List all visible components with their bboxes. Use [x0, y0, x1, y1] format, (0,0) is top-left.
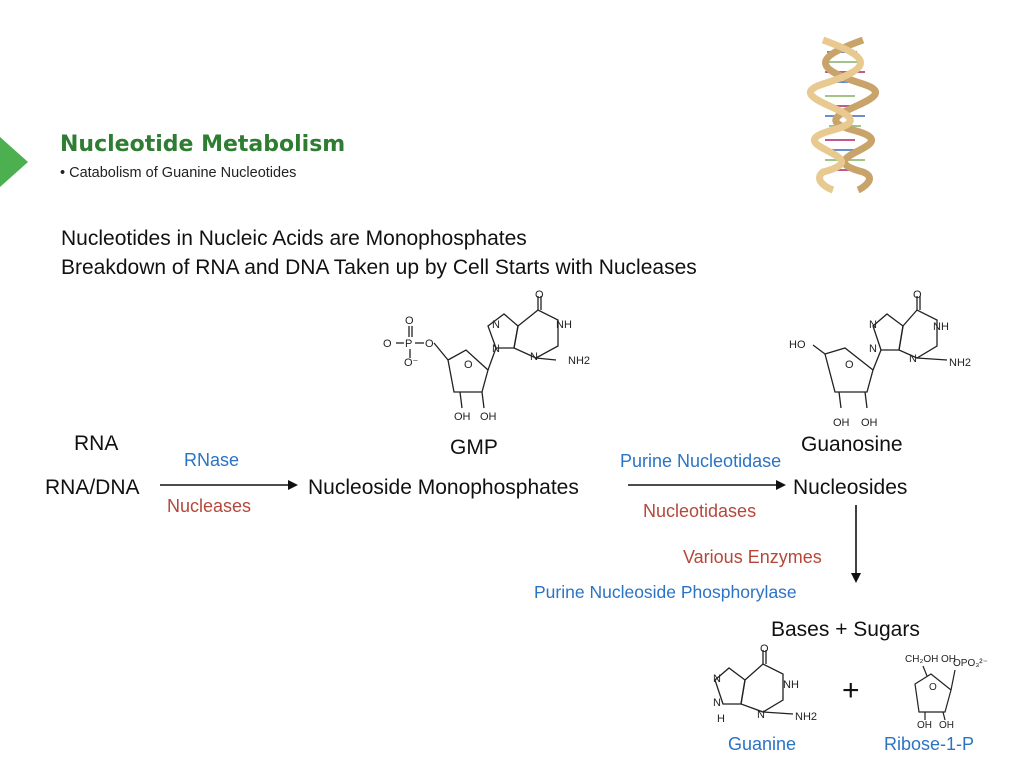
- chem-label: N: [713, 673, 721, 685]
- chem-label: O: [913, 289, 922, 301]
- rna-label: RNA: [74, 432, 119, 455]
- nucleases-label: Nucleases: [167, 496, 252, 516]
- guanine-label: Guanine: [728, 734, 797, 754]
- info-line-1: Nucleotides in Nucleic Acids are Monopho…: [61, 227, 527, 250]
- info-line-2: Breakdown of RNA and DNA Taken up by Cel…: [61, 256, 697, 279]
- gmp-label: GMP: [450, 436, 498, 459]
- guanosine-structure: HO O OH OH N N O NH N NH2: [789, 289, 971, 429]
- arrow-nucleotidases: [628, 480, 786, 490]
- chem-label: N: [713, 697, 721, 709]
- slide-title: Nucleotide Metabolism: [60, 132, 346, 157]
- play-arrow-icon: [0, 137, 28, 187]
- bullet-subtitle: • Catabolism of Guanine Nucleotides: [60, 165, 297, 181]
- chem-label: NH2: [568, 355, 590, 367]
- chem-label: OH: [939, 720, 954, 731]
- chem-label: N: [757, 709, 765, 721]
- chem-label: N: [869, 319, 877, 331]
- chem-label: HO: [789, 339, 806, 351]
- chem-label: O: [425, 338, 434, 350]
- chem-label: O: [383, 338, 392, 350]
- guanosine-label: Guanosine: [801, 433, 903, 456]
- ribose-label: Ribose-1-P: [884, 734, 975, 754]
- chem-label: O: [405, 315, 414, 327]
- rnase-label: RNase: [184, 450, 240, 470]
- chem-label: O⁻: [404, 357, 419, 369]
- chem-label: P: [405, 338, 412, 350]
- chem-label: OH: [941, 654, 956, 665]
- chem-label: OH: [454, 411, 471, 423]
- nucleoside-monophosphates-label: Nucleoside Monophosphates: [308, 476, 579, 499]
- arrow-nucleases: [160, 480, 298, 490]
- ribose-1-p-structure: CH₂OH OH OPO₃²⁻ O OH OH: [905, 654, 988, 731]
- chem-label: OH: [833, 417, 850, 429]
- chem-label: OH: [917, 720, 932, 731]
- bases-sugars-label: Bases + Sugars: [771, 618, 920, 641]
- chem-label: NH: [556, 319, 572, 331]
- chem-label: NH2: [949, 357, 971, 369]
- chem-label: NH: [933, 321, 949, 333]
- chem-label: CH₂OH: [905, 654, 938, 665]
- chem-label: O: [464, 359, 473, 371]
- chem-label: N: [492, 319, 500, 331]
- chem-label: NH: [783, 679, 799, 691]
- dna-helix-icon: [806, 36, 880, 194]
- guanine-structure: O N N H NH N NH2: [713, 643, 817, 725]
- chem-label: N: [492, 343, 500, 355]
- chem-label: N: [909, 353, 917, 365]
- chem-label: OH: [480, 411, 497, 423]
- pnp-label: Purine Nucleoside Phosphorylase: [534, 582, 797, 602]
- chem-label: OH: [861, 417, 878, 429]
- chem-label: H: [717, 713, 725, 725]
- chem-label: O: [535, 289, 544, 301]
- bullet-text: Catabolism of Guanine Nucleotides: [69, 165, 297, 181]
- nucleosides-label: Nucleosides: [793, 476, 908, 499]
- rna-dna-label: RNA/DNA: [45, 476, 140, 499]
- chem-label: NH2: [795, 711, 817, 723]
- arrow-down: [851, 505, 861, 583]
- chem-label: N: [530, 351, 538, 363]
- chem-label: O: [845, 359, 854, 371]
- various-enzymes-label: Various Enzymes: [683, 547, 822, 567]
- chem-label: OPO₃²⁻: [953, 658, 988, 669]
- chem-label: N: [869, 343, 877, 355]
- chem-label: O: [760, 643, 769, 655]
- purine-nucleotidase-label: Purine Nucleotidase: [620, 451, 782, 471]
- chem-label: O: [929, 682, 937, 693]
- nucleotidases-label: Nucleotidases: [643, 501, 757, 521]
- plus-sign: +: [842, 674, 860, 707]
- gmp-structure: O P O O⁻ O O OH OH N N O NH N NH2: [383, 289, 590, 423]
